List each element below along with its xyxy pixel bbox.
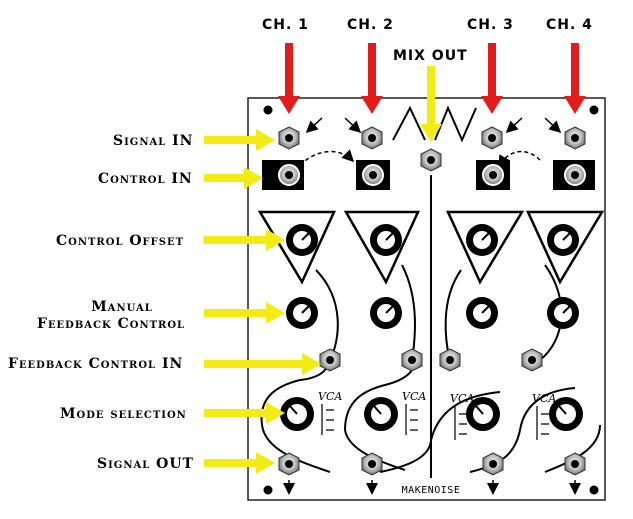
offset-knob: [286, 224, 318, 256]
mix-out-label: MIX OUT: [393, 48, 468, 64]
makenoise-logo: MAKENOISE: [402, 485, 461, 496]
mix-out-jack: [420, 148, 442, 172]
control-offset-arrow: [204, 229, 285, 251]
feedback-in-jack: [401, 348, 423, 372]
vca-text: VCA: [318, 390, 342, 403]
manual-feedback-label-line2: Feedback Control: [37, 316, 186, 332]
mode-knob: [549, 397, 583, 431]
label-arrows: [204, 66, 442, 474]
signal-out-arrow: [204, 452, 275, 474]
signal-in-jack: [481, 126, 503, 150]
channel-1-arrow: [278, 43, 300, 114]
signal-out-jack: [361, 452, 383, 476]
feedback-knob: [466, 297, 498, 329]
vca-text: VCA: [450, 392, 474, 405]
feedback-knob: [547, 297, 579, 329]
mode-knob: [364, 397, 398, 431]
feedback-in-jack: [521, 348, 543, 372]
mount-hole: [589, 105, 599, 115]
knobs: [280, 224, 583, 431]
feedback-control-in-label: Feedback Control IN: [8, 356, 184, 372]
offset-knob: [370, 224, 402, 256]
signal-out-label: Signal OUT: [97, 456, 194, 472]
control-offset-label: Control Offset: [56, 233, 185, 249]
vca-text: VCA: [402, 390, 426, 403]
feedback-control-in-arrow: [204, 353, 321, 375]
manual-feedback-label-line1: Manual: [91, 299, 153, 315]
feedback-knob: [286, 297, 318, 329]
channel-3-arrow: [481, 43, 503, 114]
signal-in-label: Signal IN: [113, 133, 194, 149]
signal-in-arrow: [204, 129, 275, 151]
mode-selection-label: Mode selection: [60, 406, 187, 422]
vca-text: VCA: [532, 392, 556, 405]
channel-4-arrow: [564, 43, 586, 114]
channel-arrows: [278, 43, 586, 114]
offset-knob: [466, 224, 498, 256]
mode-knob: [466, 397, 500, 431]
jacks: [278, 126, 586, 476]
channel-3-label: CH. 3: [467, 17, 514, 33]
signal-in-jack: [564, 126, 586, 150]
signal-out-arrows: [283, 480, 581, 495]
dashed-arrows: [299, 149, 541, 168]
signal-out-jack: [482, 452, 504, 476]
mount-hole: [263, 105, 273, 115]
control-in-jack: [482, 164, 504, 186]
mount-hole: [263, 485, 273, 495]
vca-markings: VCA VCA VCA VCA: [318, 390, 556, 405]
mount-hole: [589, 485, 599, 495]
signal-in-jack: [278, 126, 300, 150]
mode-scribbles: [321, 404, 549, 440]
feedback-in-jack: [319, 348, 341, 372]
control-in-arrow: [204, 167, 263, 189]
channel-2-arrow: [361, 43, 383, 114]
control-in-jack: [564, 164, 586, 186]
signal-out-jack: [564, 452, 586, 476]
mix-out-arrow: [420, 66, 442, 142]
channel-2-label: CH. 2: [347, 17, 394, 33]
feedback-knob: [370, 297, 402, 329]
offset-knob: [547, 224, 579, 256]
mode-knob: [280, 397, 314, 431]
channel-1-label: CH. 1: [262, 17, 309, 33]
signal-in-arrows: [305, 117, 562, 134]
manual-feedback-arrow: [204, 302, 285, 324]
feedback-in-jack: [439, 348, 461, 372]
control-in-jack: [362, 164, 384, 186]
mode-selection-arrow: [204, 402, 285, 424]
control-in-jack: [278, 164, 300, 186]
signal-in-jack: [361, 126, 383, 150]
control-in-label: Control IN: [98, 171, 193, 187]
channel-4-label: CH. 4: [546, 17, 593, 33]
signal-out-jack: [278, 452, 300, 476]
